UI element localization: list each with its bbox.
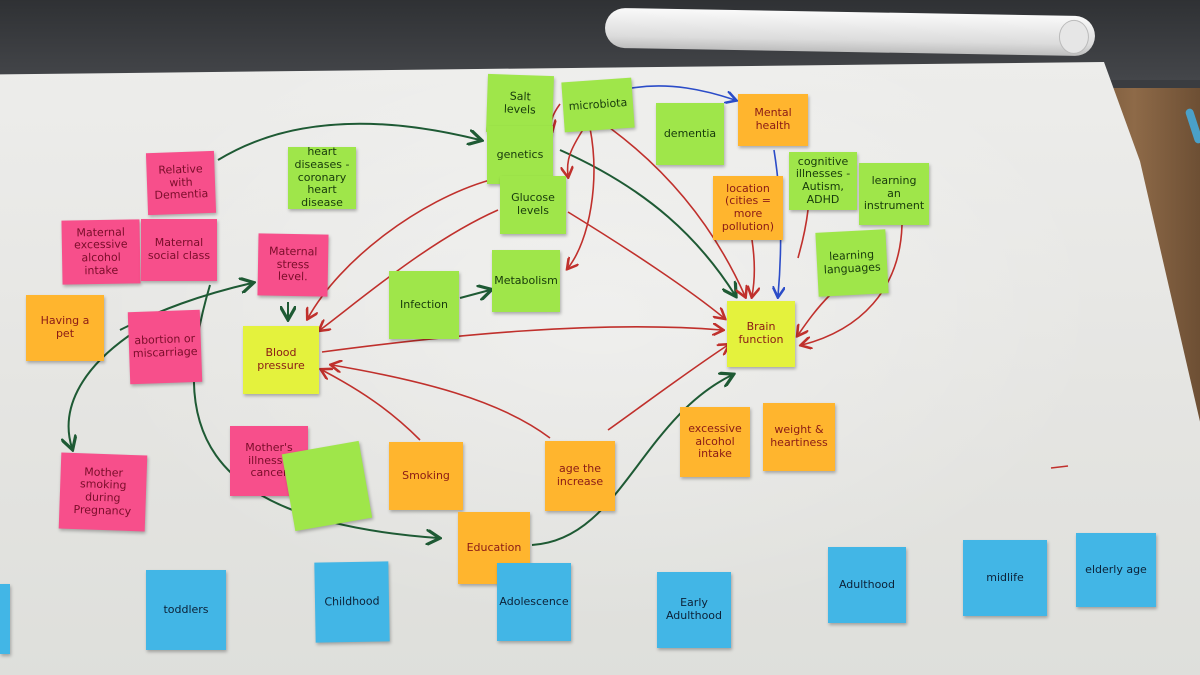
note-text: Glucose levels — [511, 191, 555, 217]
note-maternal-social-class: Maternal social class — [141, 219, 217, 281]
note-text: Smoking — [402, 468, 450, 482]
note-genetics: genetics — [487, 126, 553, 184]
note-weight-heartiness: weight & heartiness — [763, 403, 835, 471]
note-text: dementia — [663, 126, 717, 140]
note-text: Having a pet — [40, 314, 90, 340]
note-text: midlife — [986, 570, 1024, 584]
timeline-toddlers: toddlers — [146, 570, 226, 650]
timeline-adulthood: Adulthood — [828, 547, 906, 623]
note-text: Mental health — [754, 106, 792, 132]
note-abortion: abortion or miscarriage — [127, 309, 203, 385]
note-text: age the increase — [556, 462, 604, 488]
note-text: abortion or miscarriage — [132, 332, 198, 361]
note-text: Blood pressure — [257, 346, 305, 372]
timeline-childhood: Childhood — [314, 561, 390, 643]
note-text: learning an instrument — [863, 174, 925, 213]
note-dementia: dementia — [656, 103, 724, 165]
note-blank-green — [281, 440, 373, 532]
note-location: location (cities = more pollution) — [713, 176, 783, 240]
note-having-a-pet: Having a pet — [26, 295, 104, 361]
note-text: Maternal social class — [147, 236, 211, 262]
note-age: age the increase — [545, 441, 615, 511]
note-excessive-alcohol: excessive alcohol intake — [680, 407, 750, 477]
note-text: Mother's illness - cancer — [245, 441, 293, 480]
note-text: location (cities = more pollution) — [721, 181, 775, 233]
note-text: Maternal excessive alcohol intake — [74, 225, 128, 277]
timeline-adolescence: Adolescence — [497, 563, 571, 641]
note-heart-diseases: heart diseases - coronary heart disease — [288, 145, 356, 209]
note-learning-languages: learning languages — [815, 229, 889, 297]
stray-pen-mark — [1050, 465, 1069, 469]
note-cognitive-illnesses: cognitive illnesses - Autism, ADHD — [789, 152, 857, 210]
timeline-elderly-age: elderly age — [1076, 533, 1156, 607]
note-text: Mother smoking during Pregnancy — [73, 465, 132, 518]
note-text: genetics — [496, 147, 544, 161]
note-maternal-stress: Maternal stress level. — [257, 233, 329, 297]
note-blood-pressure: Blood pressure — [243, 326, 319, 394]
note-text: excessive alcohol intake — [688, 422, 742, 461]
note-maternal-excessive-alcohol: Maternal excessive alcohol intake — [61, 219, 141, 285]
timeline-midlife: midlife — [963, 540, 1047, 616]
note-text: heart diseases - coronary heart disease — [294, 145, 350, 209]
note-text: Education — [466, 540, 522, 554]
note-infection: Infection — [389, 271, 459, 339]
note-mother-smoking: Mother smoking during Pregnancy — [58, 452, 148, 532]
note-text: Infection — [400, 297, 448, 311]
note-text: Relative with Dementia — [154, 162, 209, 203]
note-relative-with-dementia: Relative with Dementia — [145, 150, 217, 216]
note-text: learning languages — [823, 248, 882, 277]
note-metabolism: Metabolism — [492, 250, 560, 312]
paper-roll — [604, 7, 1096, 57]
note-text: Adolescence — [499, 594, 569, 608]
paper-roll-end — [1058, 19, 1090, 55]
note-text: Childhood — [324, 594, 380, 609]
note-brain-function: Brain function — [727, 301, 795, 367]
note-text: Salt levels — [503, 89, 536, 117]
note-text: weight & heartiness — [770, 423, 828, 449]
note-smoking: Smoking — [389, 442, 463, 510]
note-text: toddlers — [163, 602, 209, 616]
timeline-early-adulthood: Early Adulthood — [657, 572, 731, 648]
note-text: microbiota — [568, 95, 628, 113]
timeline-edge-note — [0, 584, 10, 654]
note-glucose-levels: Glucose levels — [500, 176, 566, 234]
note-text: cognitive illnesses - Autism, ADHD — [795, 154, 851, 206]
note-text: Metabolism — [494, 273, 558, 287]
note-text: Early Adulthood — [665, 596, 723, 622]
note-microbiota: microbiota — [561, 77, 635, 133]
note-learning-instrument: learning an instrument — [859, 163, 929, 225]
note-text: Brain function — [738, 320, 784, 346]
note-text: elderly age — [1085, 562, 1147, 576]
note-text: Adulthood — [838, 577, 896, 591]
note-mental-health: Mental health — [738, 94, 808, 146]
note-text: Maternal stress level. — [268, 244, 318, 284]
